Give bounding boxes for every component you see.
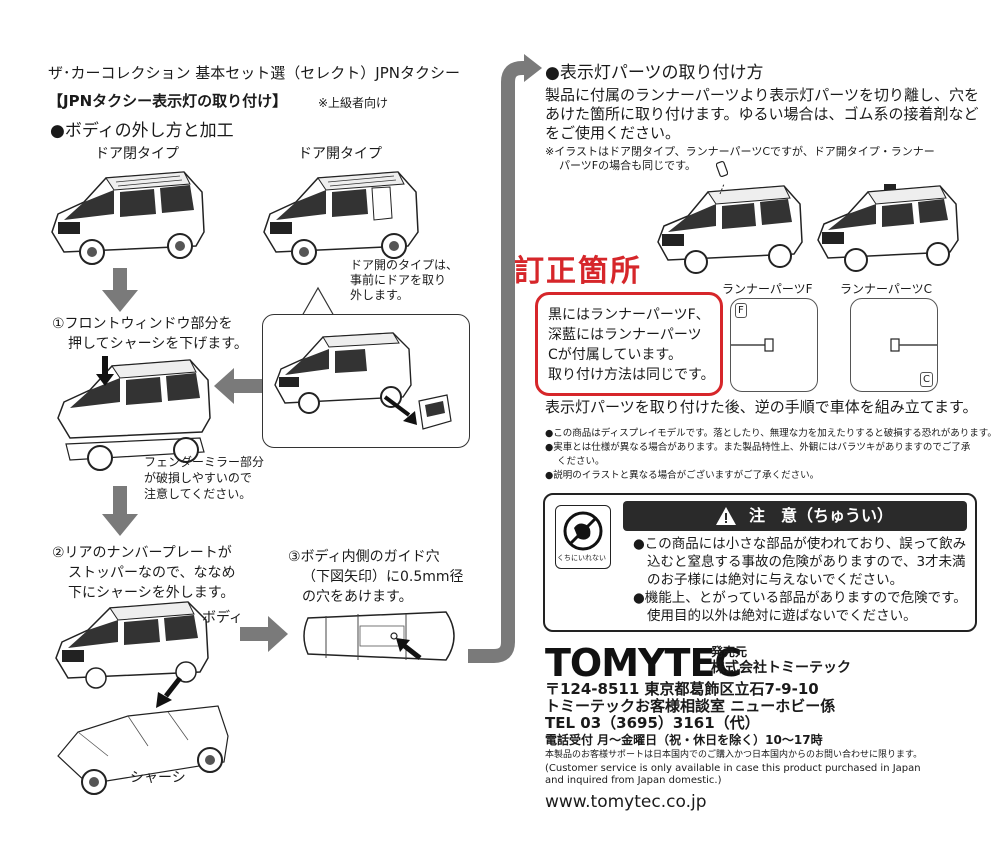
seller-name: 株式会社トミーテック xyxy=(711,660,851,676)
car-chassis-lowered-illustration xyxy=(57,356,211,471)
car-light-installed-illustration xyxy=(817,184,959,272)
runner-f-sprue xyxy=(731,338,774,352)
down-arrow-icon xyxy=(102,486,138,536)
door-removal-callout xyxy=(262,314,470,448)
runner-c-sprue xyxy=(890,338,937,352)
runner-part-f: F xyxy=(730,298,818,392)
down-arrow-icon xyxy=(102,268,138,312)
runner-c-mark: C xyxy=(920,372,933,387)
left-arrow-icon xyxy=(214,368,262,404)
label-door-open: ドア開タイプ xyxy=(298,146,382,162)
fender-note: フェンダーミラー部分 が破損しやすいので 注意してください。 xyxy=(144,455,265,501)
series-title: ザ･カーコレクション 基本セット選（セレクト）JPNタクシー xyxy=(48,64,460,82)
runner-f-mark: F xyxy=(735,303,747,318)
company-tel: TEL 03（3695）3161（代） xyxy=(545,714,760,732)
install-intro: 製品に付属のランナーパーツより表示灯パーツを切り離し、穴を あけた箇所に取り付け… xyxy=(545,86,979,142)
label-chassis: シャーシ xyxy=(130,770,186,786)
no-mouth-icon-caption: くちにいれない xyxy=(557,554,606,562)
step3-text: ③ボディ内側のガイド穴 （下図矢印）に0.5mm径 の穴をあけます。 xyxy=(288,549,464,605)
label-body: ボディ xyxy=(202,610,244,626)
runner-part-c: C xyxy=(850,298,938,392)
correction-box: 黒にはランナーパーツF、 深藍にはランナーパーツ Cが付属しています。 取り付け… xyxy=(535,292,723,396)
guide-note: ※上級者向け xyxy=(318,96,389,110)
illustration-note: ※イラストはドア閉タイプ、ランナーパーツCですが、ドア開タイプ・ランナー パーツ… xyxy=(545,145,935,172)
label-door-closed: ドア閉タイプ xyxy=(95,146,179,162)
company-dept: トミーテックお客様相談室 ニューホビー係 xyxy=(545,697,836,715)
caution-header: 注 意（ちゅうい） xyxy=(623,501,967,531)
car-door-open-illustration xyxy=(263,171,419,265)
car-door-closed-illustration xyxy=(51,171,205,265)
right-section-title: ●表示灯パーツの取り付け方 xyxy=(545,63,764,83)
car-door-removal-illustration xyxy=(274,332,452,430)
caution-box: くちにいれない 注 意（ちゅうい） ●この商品には小さな部品が使われており、誤っ… xyxy=(543,493,977,632)
no-mouth-icon: くちにいれない xyxy=(555,505,611,569)
support-note-jp: 本製品のお客様サポートは日本国内でのご購入かつ日本国内からのお問い合わせに限りま… xyxy=(545,750,923,760)
runner-c-label: ランナーパーツC xyxy=(840,282,933,296)
step2-text: ②リアのナンバープレートが ストッパーなので、ななめ 下にシャーシを外します。 xyxy=(52,545,236,601)
correction-title: 訂正箇所 xyxy=(514,254,642,289)
caution-text: ●この商品には小さな部品が使われており、誤って飲み 込むと窒息する事故の危険があ… xyxy=(633,536,967,624)
product-notes: ●この商品はディスプレイモデルです。落としたり、無理な力を加えたりすると破損する… xyxy=(545,428,997,481)
door-open-note: ドア開のタイプは、 事前にドアを取り 外します。 xyxy=(350,258,459,302)
tomytec-logo: TOMYTEC xyxy=(545,641,742,685)
guide-title: 【JPNタクシー表示灯の取り付け】 xyxy=(48,92,288,110)
car-install-light-illustration xyxy=(657,183,803,274)
support-note-en: (Customer service is only available in c… xyxy=(545,763,921,786)
warning-triangle-icon xyxy=(716,507,736,525)
seller-label: 発売元 xyxy=(711,645,748,659)
step1-text: ①フロントウィンドウ部分を 押してシャーシを下げます。 xyxy=(52,316,248,352)
caution-header-text: 注 意（ちゅうい） xyxy=(749,506,894,525)
runner-f-label: ランナーパーツF xyxy=(722,282,813,296)
left-section-title: ●ボディの外し方と加工 xyxy=(50,121,234,141)
right-arrow-icon xyxy=(240,616,288,652)
phone-hours: 電話受付 月～金曜日（祝・休日を除く）10～17時 xyxy=(545,733,823,747)
flow-connector-arrow xyxy=(468,54,542,663)
company-address: 〒124-8511 東京都葛飾区立石7-9-10 xyxy=(545,680,819,698)
car-body-chassis-separated-illustration xyxy=(55,601,229,795)
after-install-text: 表示灯パーツを取り付けた後、逆の手順で車体を組み立てます。 xyxy=(545,398,978,416)
roof-light-part-icon xyxy=(716,161,728,177)
body-top-view-illustration xyxy=(303,611,455,661)
company-url[interactable]: www.tomytec.co.jp xyxy=(545,792,707,812)
